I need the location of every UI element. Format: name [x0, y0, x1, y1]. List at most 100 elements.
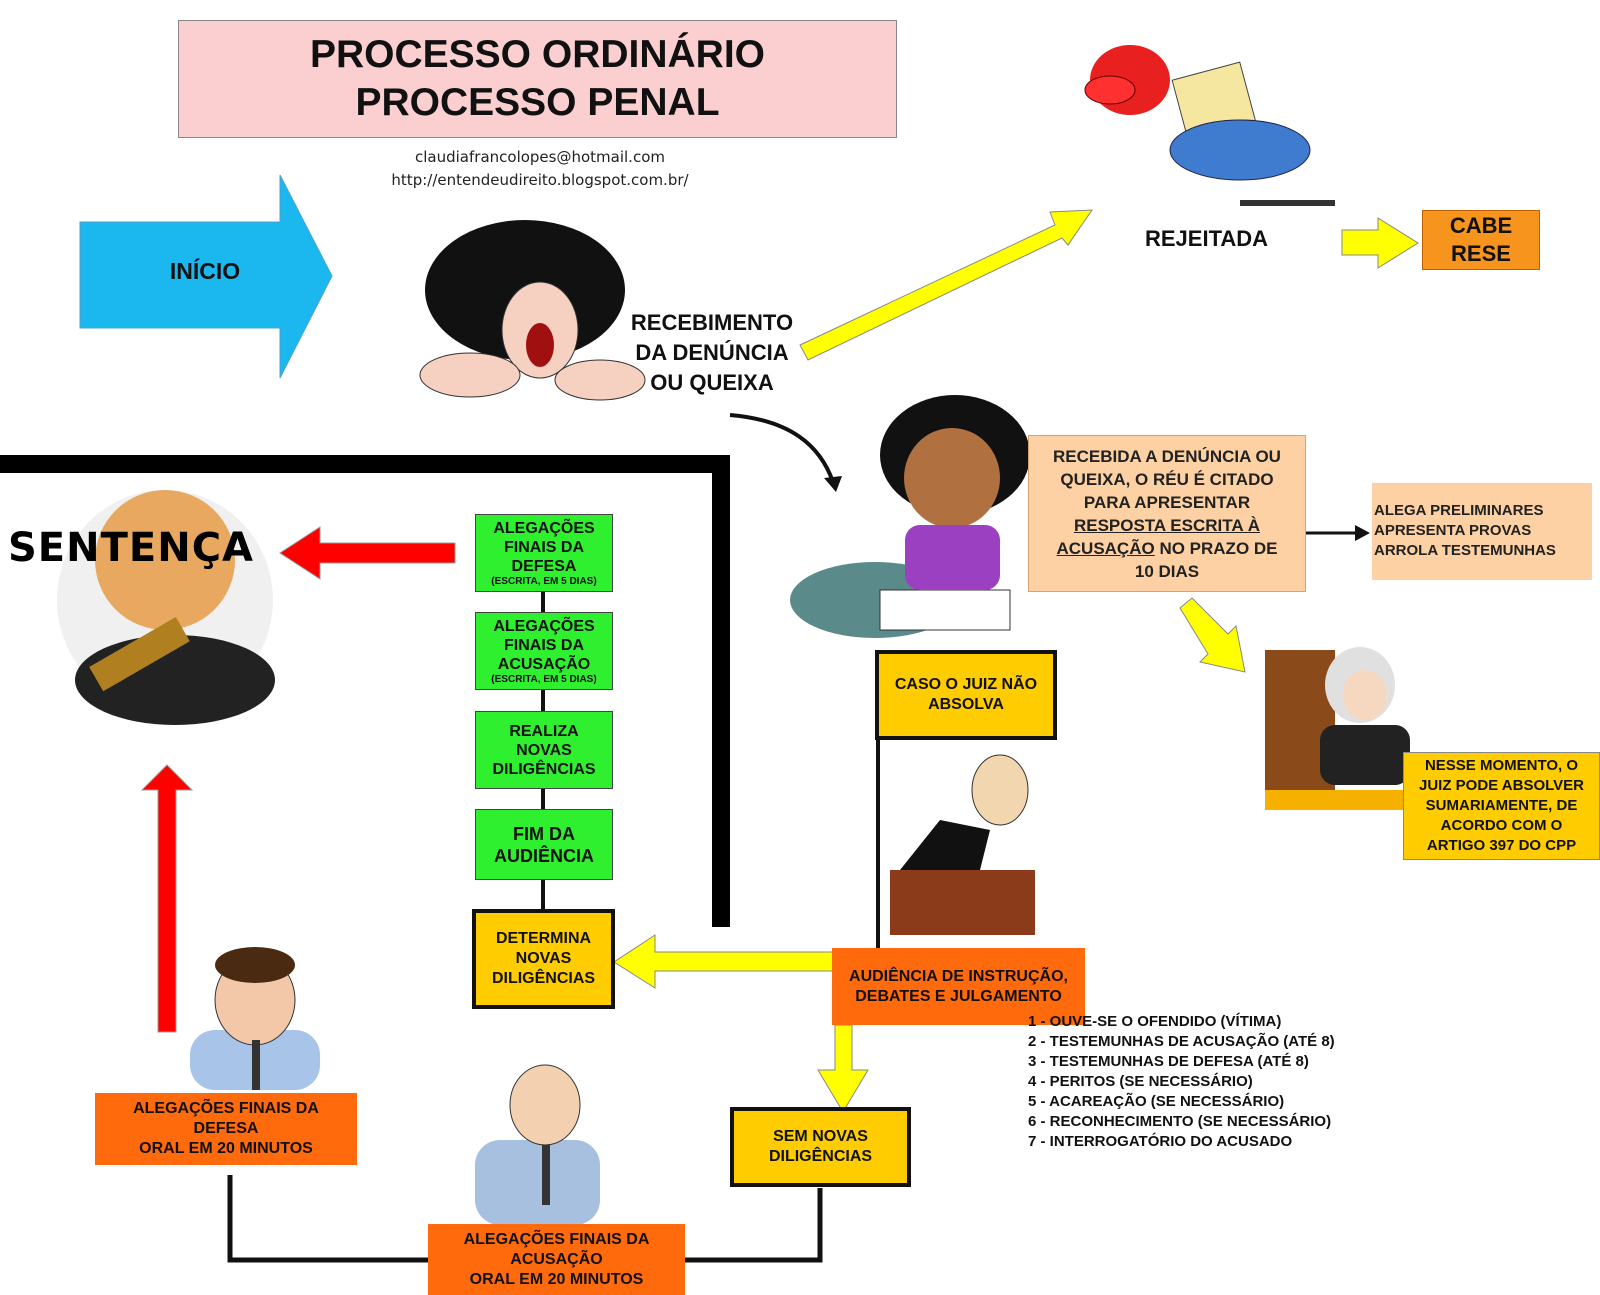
sentenca-label: SENTENÇA	[8, 525, 255, 571]
seated-judge-illustration	[1265, 647, 1410, 810]
audiencia-steps-list: 1 - OUVE-SE O OFENDIDO (VÍTIMA) 2 - TEST…	[1028, 1012, 1335, 1152]
connector-sem-novas-acusacao	[685, 1188, 823, 1263]
arrow-to-determina	[613, 934, 841, 989]
fim-da-audiencia-box: FIM DA AUDIÊNCIA	[475, 809, 613, 880]
alegacoes-orais-acusacao-box: ALEGAÇÕES FINAIS DA ACUSAÇÃO ORAL EM 20 …	[428, 1224, 685, 1295]
box-line: JUIZ PODE ABSOLVER	[1418, 777, 1585, 794]
box-line: RECEBIDA A DENÚNCIA OU	[1053, 446, 1281, 466]
caso-juiz-connector	[876, 738, 880, 953]
box-line: ALEGAÇÕES FINAIS DA	[463, 1230, 650, 1248]
step-item: 7 - INTERROGATÓRIO DO ACUSADO	[1028, 1133, 1293, 1150]
box-line: AUDIÊNCIA DE INSTRUÇÃO,	[849, 967, 1068, 985]
box-line: ARROLA TESTEMUNHAS	[1374, 542, 1556, 559]
box-line: PARA APRESENTAR	[1083, 492, 1251, 512]
box-line: SEM NOVAS	[773, 1128, 868, 1145]
sem-novas-diligencias-box: SEM NOVAS DILIGÊNCIAS	[730, 1107, 911, 1187]
author-url: http://entendeudireito.blogspot.com.br/	[391, 171, 689, 189]
box-line: QUEIXA, O RÉU É CITADO	[1060, 469, 1274, 489]
frame-top-line	[0, 455, 730, 473]
resposta-content-box: ALEGA PRELIMINARES APRESENTA PROVAS ARRO…	[1372, 483, 1592, 580]
box-line: ACUSAÇÃO NO PRAZO DE	[1056, 537, 1277, 560]
box-line: ORAL EM 20 MINUTOS	[469, 1270, 644, 1288]
box-line: ACUSAÇÃO	[510, 1250, 603, 1268]
absolvicao-sumaria-box: NESSE MOMENTO, O JUIZ PODE ABSOLVER SUMA…	[1403, 752, 1600, 860]
box-line: DETERMINA	[495, 930, 592, 947]
arrow-to-cabe-rese	[1341, 217, 1419, 269]
box-line: DEFESA	[193, 1120, 259, 1137]
step-item: 3 - TESTEMUNHAS DE DEFESA (ATÉ 8)	[1028, 1053, 1309, 1070]
frame-right-line	[712, 455, 730, 927]
box-line: ALEGA PRELIMINARES	[1374, 502, 1544, 519]
box-line: FINAIS DA	[504, 538, 584, 556]
box-line: NOVAS	[516, 741, 572, 759]
angry-man-illustration	[1084, 45, 1335, 206]
thinking-woman-illustration	[790, 395, 1030, 638]
robed-judge-illustration	[57, 490, 275, 725]
box-line: ABSOLVA	[928, 696, 1004, 713]
box-line: DEBATES E JULGAMENTO	[855, 987, 1062, 1005]
box-line: ACORDO COM O	[1440, 817, 1563, 834]
box-line: ARTIGO 397 DO CPP	[1426, 837, 1577, 854]
arrow-to-absolver	[1179, 597, 1246, 673]
box-line: RESE	[1451, 241, 1511, 266]
box-note: (ESCRITA, EM 5 DIAS)	[491, 575, 597, 587]
label-line: OU QUEIXA	[650, 370, 774, 395]
box-line: CASO O JUIZ NÃO	[894, 676, 1038, 693]
cabe-rese-box: CABE RESE	[1422, 210, 1540, 270]
determina-novas-diligencias-box: DETERMINA NOVAS DILIGÊNCIAS	[472, 909, 615, 1009]
arrow-to-sem-novas	[817, 1024, 869, 1113]
prosecutor-illustration	[475, 1064, 600, 1225]
box-line: DILIGÊNCIAS	[768, 1148, 873, 1165]
box-line: ALEGAÇÕES	[493, 519, 595, 537]
box-line: DILIGÊNCIAS	[491, 970, 596, 987]
label-line: RECEBIMENTO	[630, 310, 794, 335]
curved-arrow	[729, 413, 835, 483]
underlined-text: ACUSAÇÃO	[1056, 538, 1155, 558]
screaming-woman-illustration	[419, 220, 646, 401]
arrow-up-to-sentenca	[140, 764, 194, 1033]
underlined-text: RESPOSTA ESCRITA À	[1073, 515, 1261, 535]
gavel-judge-illustration	[890, 754, 1035, 935]
defense-lawyer-illustration	[190, 947, 320, 1090]
box-line: CABE	[1449, 213, 1513, 238]
box-line: DEFESA	[511, 557, 577, 575]
step-item: 6 - RECONHECIMENTO (SE NECESSÁRIO)	[1028, 1113, 1332, 1130]
arrow-to-rejeitada	[799, 209, 1093, 361]
box-line: ORAL EM 20 MINUTOS	[139, 1140, 313, 1157]
title-line: PROCESSO PENAL	[355, 81, 720, 124]
title-line: PROCESSO ORDINÁRIO	[309, 33, 766, 76]
box-line: FINAIS DA	[504, 636, 584, 654]
rejeitada-label: REJEITADA	[1145, 226, 1269, 251]
audiencia-box: AUDIÊNCIA DE INSTRUÇÃO, DEBATES E JULGAM…	[832, 948, 1085, 1025]
caso-juiz-nao-absolva-box: CASO O JUIZ NÃO ABSOLVA	[875, 650, 1057, 740]
recebimento-label: RECEBIMENTO DA DENÚNCIA OU QUEIXA	[612, 308, 812, 398]
inicio-label: INÍCIO	[169, 258, 241, 284]
page-title: PROCESSO ORDINÁRIO PROCESSO PENAL	[178, 20, 897, 138]
box-line-rest: NO PRAZO DE	[1154, 538, 1278, 558]
curved-arrow-head	[824, 476, 842, 492]
author-contact: claudiafrancolopes@hotmail.com http://en…	[370, 146, 710, 192]
box-line: SUMARIAMENTE, DE	[1425, 797, 1578, 814]
alegacoes-escritas-acusacao-box: ALEGAÇÕES FINAIS DA ACUSAÇÃO (ESCRITA, E…	[475, 612, 613, 690]
box-line: FIM DA	[513, 823, 575, 844]
connector-acusacao-defesa	[227, 1175, 430, 1263]
step-item: 5 - ACAREAÇÃO (SE NECESSÁRIO)	[1028, 1093, 1285, 1110]
box-line: AUDIÊNCIA	[493, 845, 594, 866]
step-item: 4 - PERITOS (SE NECESSÁRIO)	[1028, 1073, 1253, 1090]
step-item: 2 - TESTEMUNHAS DE ACUSAÇÃO (ATÉ 8)	[1028, 1033, 1335, 1050]
box-line: NESSE MOMENTO, O	[1424, 757, 1579, 774]
box-line: ACUSAÇÃO	[497, 655, 591, 673]
citacao-box: RECEBIDA A DENÚNCIA OU QUEIXA, O RÉU É C…	[1028, 435, 1306, 592]
box-line: ALEGAÇÕES	[493, 617, 595, 635]
alegacoes-escritas-defesa-box: ALEGAÇÕES FINAIS DA DEFESA (ESCRITA, EM …	[475, 514, 613, 592]
label-line: DA DENÚNCIA	[635, 340, 789, 365]
box-line: 10 DIAS	[1134, 561, 1200, 581]
alegacoes-orais-defesa-box: ALEGAÇÕES FINAIS DA DEFESA ORAL EM 20 MI…	[95, 1093, 357, 1165]
step-item: 1 - OUVE-SE O OFENDIDO (VÍTIMA)	[1028, 1013, 1282, 1030]
box-line: ALEGAÇÕES FINAIS DA	[133, 1100, 319, 1117]
box-line: NOVAS	[515, 950, 572, 967]
arrow-to-sentenca	[279, 526, 456, 580]
box-line: RESPOSTA ESCRITA À	[1074, 514, 1260, 537]
box-note: (ESCRITA, EM 5 DIAS)	[491, 673, 597, 685]
